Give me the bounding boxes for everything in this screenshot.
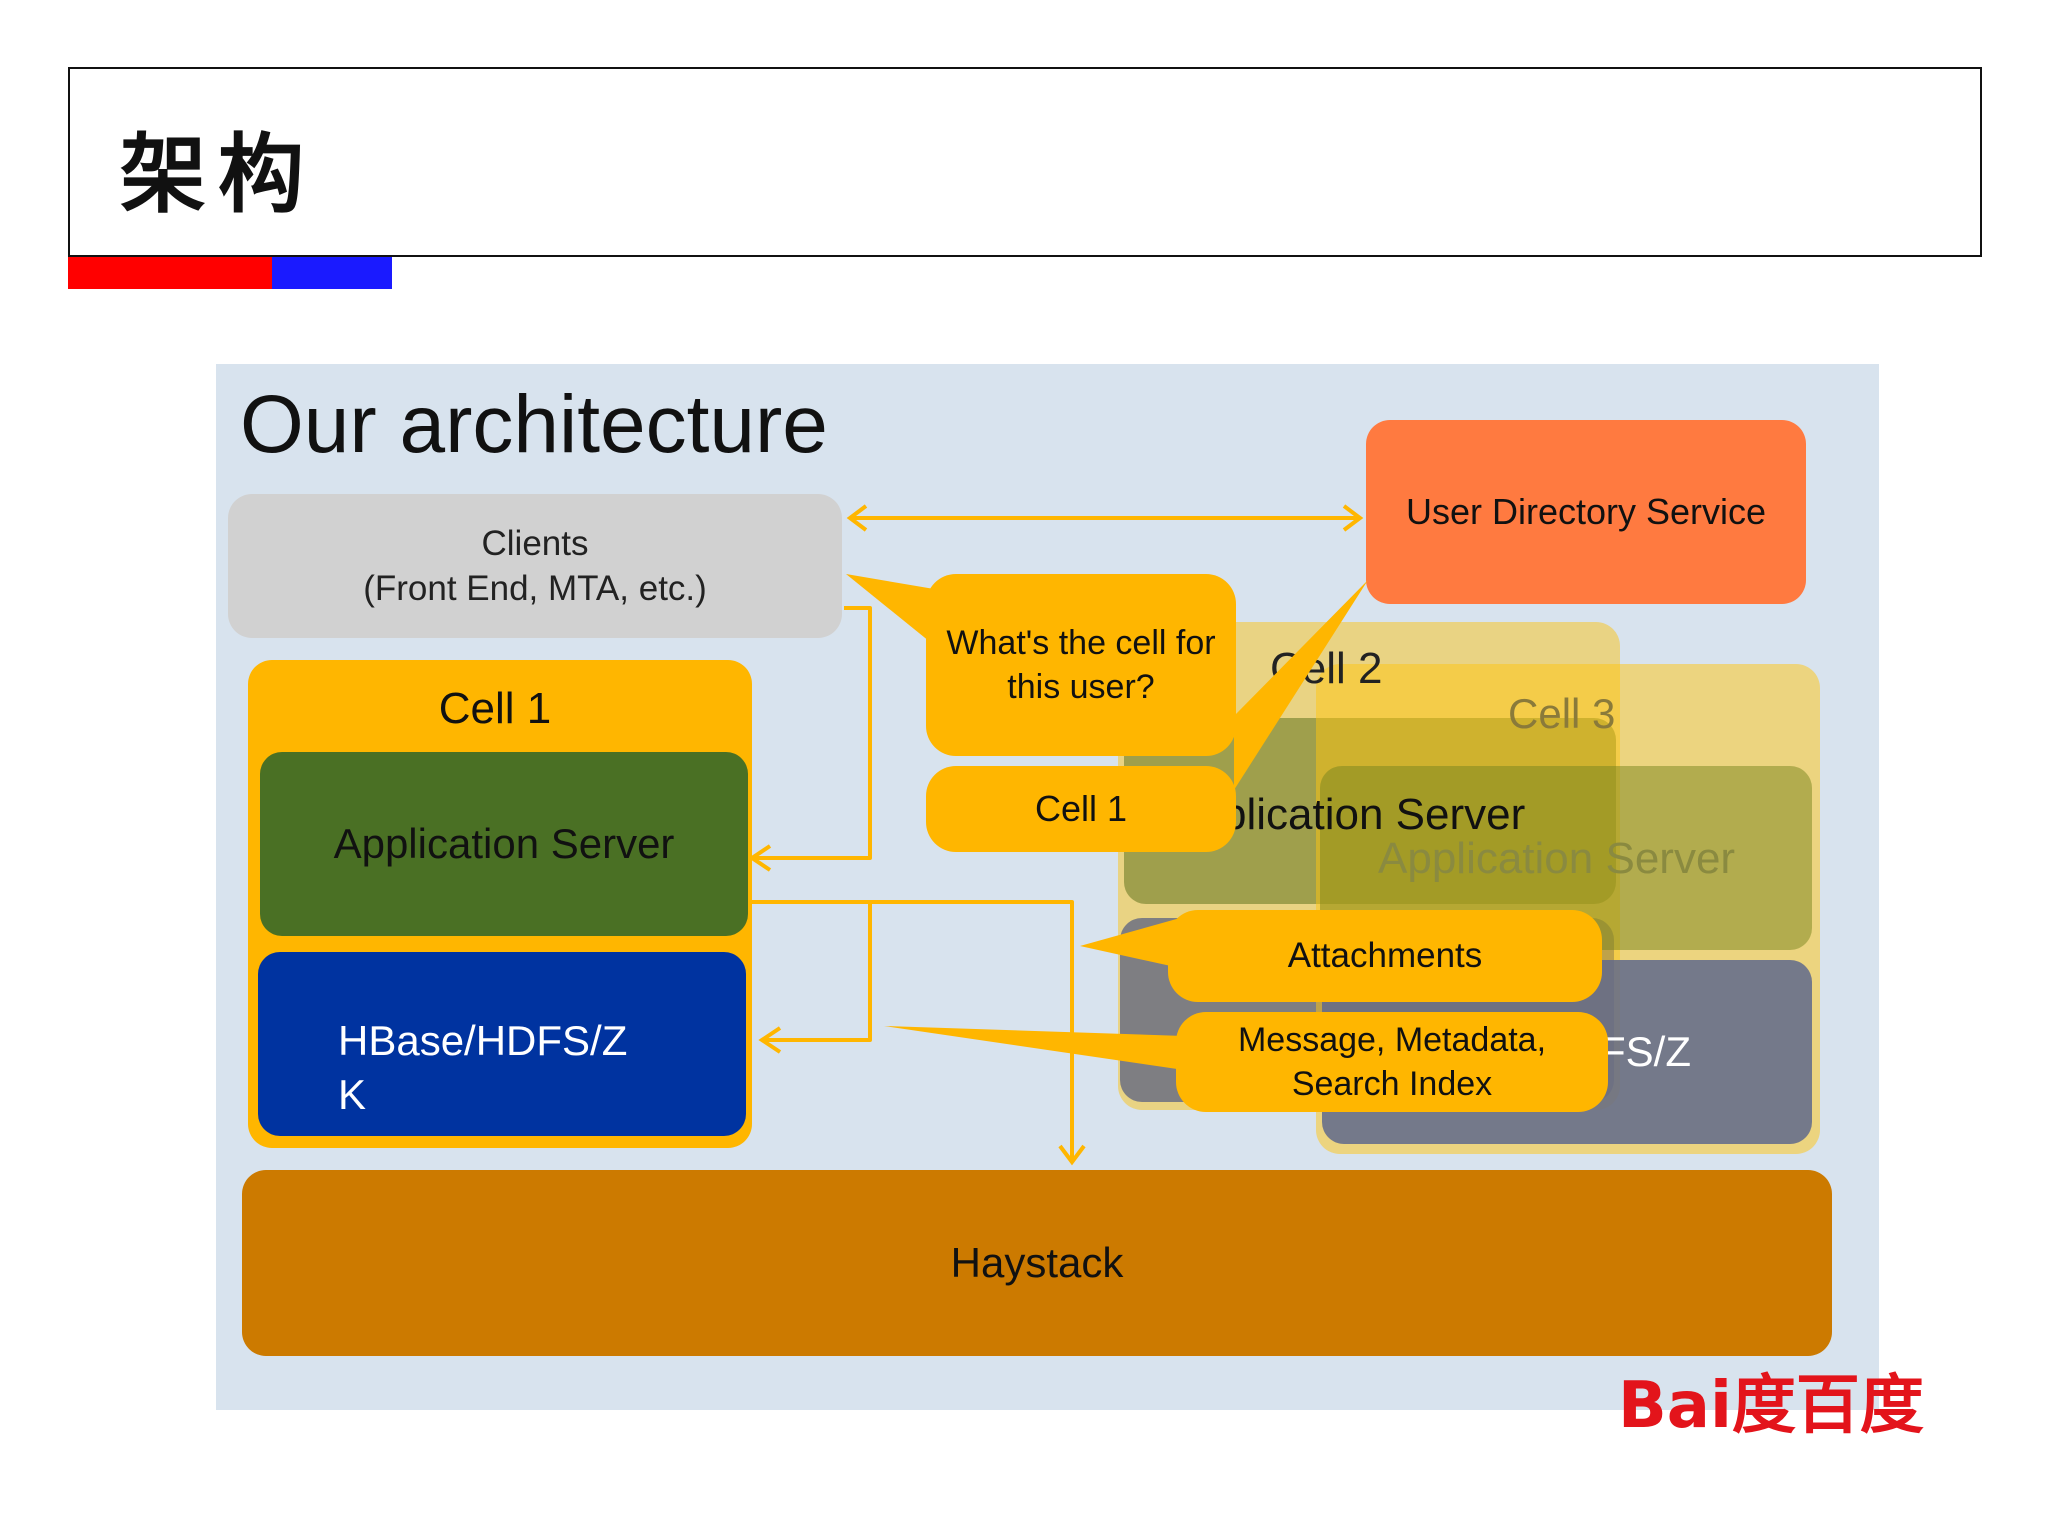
arrow-lines xyxy=(752,516,1360,1162)
diagram-heading: Our architecture xyxy=(240,379,828,470)
app-to-haystack-arrow xyxy=(752,900,1074,1162)
title-accent-blue xyxy=(272,257,392,289)
message-line1: Message, Metadata, xyxy=(1237,1020,1547,1059)
slide-title: 架构 xyxy=(120,125,316,225)
callout-pointers xyxy=(846,574,1368,1070)
cell-3-label: Cell 3 xyxy=(1508,690,1616,737)
user-directory-service-label: User Directory Service xyxy=(1405,490,1767,532)
cell-lookup-question-callout: What's the cell for this user? xyxy=(926,574,1236,756)
arrowhead-app xyxy=(748,844,772,872)
cell-1-storage-line1: HBase/HDFS/Z xyxy=(338,1017,628,1064)
arrowhead-haystack xyxy=(1058,1144,1086,1166)
clients-box: Clients (Front End, MTA, etc.) xyxy=(228,494,842,638)
question-callout-pointer xyxy=(846,574,940,650)
clients-sublabel: (Front End, MTA, etc.) xyxy=(363,569,707,608)
message-line2: Search Index xyxy=(1291,1065,1493,1103)
cell-1-storage xyxy=(258,952,746,1136)
cell-1-app-server-label: Application Server xyxy=(333,819,675,867)
cell-lookup-answer-callout: Cell 1 xyxy=(926,766,1236,852)
baidu-logo: Bai度百度 xyxy=(1618,1374,1924,1438)
message-metadata-callout: Message, Metadata, Search Index xyxy=(1176,1012,1608,1112)
answer-callout-pointer xyxy=(1234,580,1368,790)
question-line2: this user? xyxy=(1007,668,1155,706)
cell-2-app-server-label: plication Server xyxy=(1222,790,1526,839)
haystack-label: Haystack xyxy=(950,1238,1124,1286)
cell-1-app-server: Application Server xyxy=(260,752,748,936)
cell-3-storage-label: FS/Z xyxy=(1600,1028,1691,1075)
haystack-box: Haystack xyxy=(242,1170,1832,1356)
cell-1-storage-line2: K xyxy=(338,1070,367,1118)
arrow-heads xyxy=(748,504,1364,1166)
attachments-callout: Attachments xyxy=(1168,910,1602,1002)
arrowhead-right xyxy=(1342,504,1364,532)
clients-label: Clients xyxy=(481,523,589,563)
question-line1: What's the cell for xyxy=(946,623,1216,662)
slide-title-box xyxy=(68,67,1982,257)
clients-to-app-arrow xyxy=(752,606,872,860)
attachments-label: Attachments xyxy=(1287,936,1483,976)
arrowhead-storage xyxy=(758,1026,782,1054)
user-directory-service-box: User Directory Service xyxy=(1366,420,1806,604)
answer-label: Cell 1 xyxy=(1034,787,1128,829)
title-accent-red xyxy=(68,257,272,289)
message-callout-pointer xyxy=(884,1026,1184,1070)
app-to-storage-arrow xyxy=(762,902,872,1042)
cell-1-storage-label: HBase/HDFS/Z K xyxy=(338,1014,627,1122)
baidu-logo-text: Bai度百度 xyxy=(1618,1369,1924,1443)
arrowhead-left xyxy=(846,504,868,532)
cell-3-app-server-label: Application Server xyxy=(1378,834,1736,883)
cell-1-label: Cell 1 xyxy=(438,684,552,733)
attachments-callout-pointer xyxy=(1080,918,1180,968)
